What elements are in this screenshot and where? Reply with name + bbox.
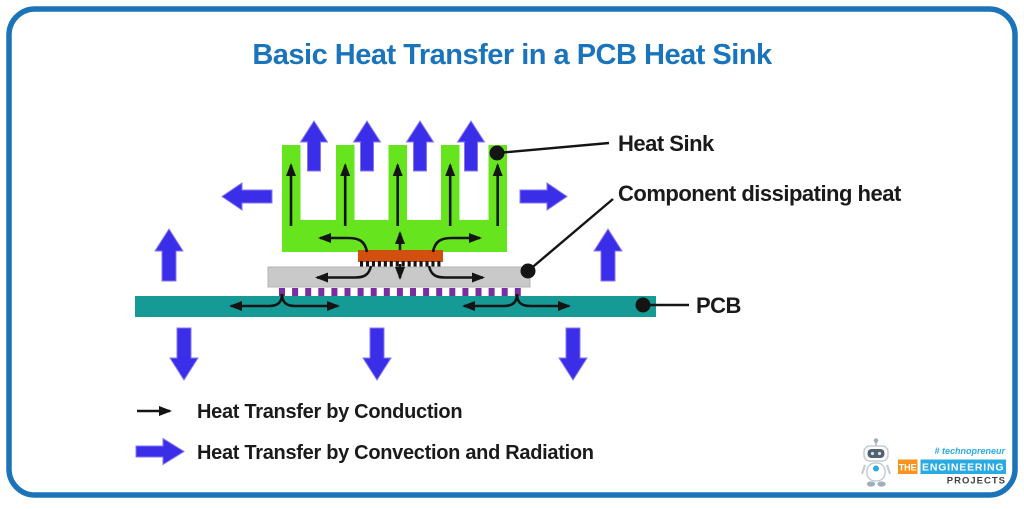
component-pin — [419, 261, 423, 267]
pcb-pin — [292, 288, 299, 296]
up-arrow-icon — [593, 228, 623, 282]
pcb-pin — [488, 288, 495, 296]
component-top-pins — [360, 261, 441, 267]
conduction-arrows — [229, 163, 571, 311]
pcb-pin — [357, 288, 364, 296]
pcb-pin — [462, 288, 469, 296]
diagram-border — [6, 6, 1018, 498]
down-arrow-icon — [169, 327, 199, 381]
pcb-pin — [514, 288, 521, 296]
down-arrow-icon — [558, 327, 588, 381]
pcb-shape — [135, 296, 656, 317]
pcb-pins — [279, 288, 521, 296]
component-pin — [377, 261, 381, 267]
pcb-pin — [383, 288, 390, 296]
logo-the-text: THE — [899, 463, 917, 473]
callout-pcb: PCB — [635, 293, 741, 318]
component-pin — [407, 261, 411, 267]
up-arrow-icon — [154, 228, 184, 282]
convection-arrows-down-bottom — [169, 327, 588, 381]
pcb-pin — [436, 288, 443, 296]
legend-convection-label: Heat Transfer by Convection and Radiatio… — [197, 442, 594, 464]
down-arrow-icon — [362, 327, 392, 381]
convection-arrows-up-top — [299, 120, 486, 172]
convection-arrow-icon — [135, 437, 185, 466]
callout-line — [527, 198, 614, 272]
callout-component: Component dissipating heat — [520, 181, 902, 279]
brand-logo: # technopreneur THE ENGINEERING PROJECTS — [860, 438, 1006, 487]
component-pin — [395, 261, 399, 267]
component-pin — [365, 261, 370, 267]
robot-mascot-icon — [860, 438, 892, 487]
callout-heat-sink: Heat Sink — [489, 131, 716, 161]
page-title: Basic Heat Transfer in a PCB Heat Sink — [252, 39, 773, 71]
legend-conduction-label: Heat Transfer by Conduction — [197, 401, 462, 423]
heat-sink-label: Heat Sink — [618, 131, 715, 156]
logo-engineering-box — [920, 459, 1006, 474]
pcb-pin — [449, 288, 456, 296]
component-pin — [401, 261, 405, 267]
up-arrow-icon — [456, 120, 486, 172]
pcb-pin — [370, 288, 377, 296]
logo-tagline: # technopreneur — [934, 446, 1005, 456]
pcb-pin — [396, 288, 403, 296]
logo-the-box — [898, 459, 918, 474]
pcb-pin — [501, 288, 508, 296]
legend: Heat Transfer by Conduction Heat Transfe… — [135, 401, 594, 466]
pcb-label: PCB — [696, 293, 741, 318]
pcb-pin — [410, 288, 416, 296]
pcb-pin — [318, 288, 325, 296]
component-pin — [360, 261, 364, 267]
pcb-pin — [279, 288, 285, 296]
pcb-pin — [331, 288, 338, 296]
callout-line — [496, 141, 610, 155]
thermal-pad-shape — [358, 250, 443, 262]
logo-engineering-text: ENGINEERING — [922, 462, 1004, 474]
component-label: Component dissipating heat — [618, 181, 902, 206]
up-arrow-icon — [299, 120, 329, 172]
component-pin — [389, 261, 393, 267]
up-arrow-icon — [352, 120, 382, 172]
pcb-pin — [423, 288, 430, 296]
up-arrow-icon — [405, 120, 435, 172]
component-pin — [425, 261, 429, 267]
left-arrow-icon — [221, 182, 273, 211]
component-pin — [383, 261, 387, 267]
pcb-pin — [344, 288, 351, 296]
pcb-pin — [305, 288, 312, 296]
pcb-pin — [475, 288, 482, 296]
right-arrow-icon — [519, 182, 568, 211]
logo-projects-text: PROJECTS — [947, 476, 1006, 487]
component-pin — [431, 261, 435, 267]
component-pin — [413, 261, 417, 267]
component-pin — [437, 261, 441, 267]
component-pin — [371, 261, 375, 267]
